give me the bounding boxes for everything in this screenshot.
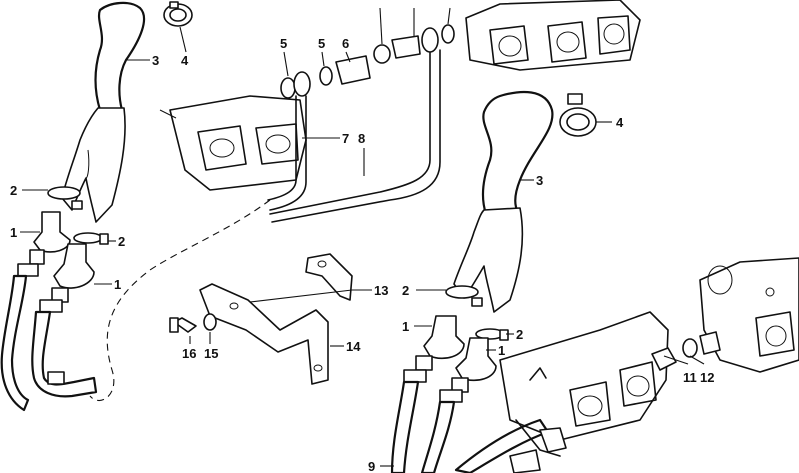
callout-9: 9 — [368, 459, 375, 473]
callout-14: 14 — [346, 339, 361, 354]
pipe-8 — [269, 49, 441, 223]
callout-11: 11 — [683, 370, 697, 385]
bracket-14 — [199, 283, 329, 385]
callout-4-top: 4 — [181, 53, 189, 68]
callout-4-right: 4 — [616, 115, 624, 130]
fittings-5-6 — [280, 24, 455, 99]
callout-5a: 5 — [280, 36, 287, 51]
fitting-11 — [651, 338, 698, 371]
callout-5b: 5 — [318, 36, 325, 51]
callout-1-left-a: 1 — [10, 225, 17, 240]
exhaust-manifold-left — [159, 95, 307, 191]
callout-3-right: 3 — [536, 173, 543, 188]
valve-1-upper-left — [17, 211, 71, 277]
clamp-4-top — [163, 1, 193, 27]
callout-2-left-b: 2 — [118, 234, 125, 249]
callout-15: 15 — [204, 346, 218, 361]
callout-3-top: 3 — [152, 53, 159, 68]
callout-8: 8 — [358, 131, 365, 146]
callout-2-left: 2 — [10, 183, 17, 198]
callout-1-right-b: 1 — [498, 343, 505, 358]
bolt-16 — [169, 317, 197, 333]
cylinder-head-right — [699, 257, 799, 373]
leader-lines — [20, 7, 705, 467]
washer-15 — [203, 313, 217, 331]
valve-1-lower-left — [39, 243, 95, 313]
left-hose-assembly — [0, 1, 193, 412]
callout-1-right: 1 — [402, 319, 409, 334]
exhaust-manifold-right — [499, 311, 669, 473]
callout-2-right: 2 — [402, 283, 409, 298]
callout-2-right-b: 2 — [516, 327, 523, 342]
callout-numbers: 3 4 5 5 6 7 8 2 1 2 1 4 3 13 14 16 15 2 … — [10, 36, 714, 473]
callout-16: 16 — [182, 346, 196, 361]
pipe-7 — [267, 95, 307, 211]
callout-1-left-b: 1 — [114, 277, 121, 292]
right-hose-assembly — [390, 90, 597, 473]
fitting-12 — [699, 331, 721, 355]
bracket-13 — [305, 253, 353, 301]
exhaust-manifold-top — [465, 0, 641, 71]
callout-7: 7 — [342, 131, 349, 146]
callout-12: 12 — [700, 370, 714, 385]
callout-13: 13 — [374, 283, 388, 298]
callout-6: 6 — [342, 36, 349, 51]
